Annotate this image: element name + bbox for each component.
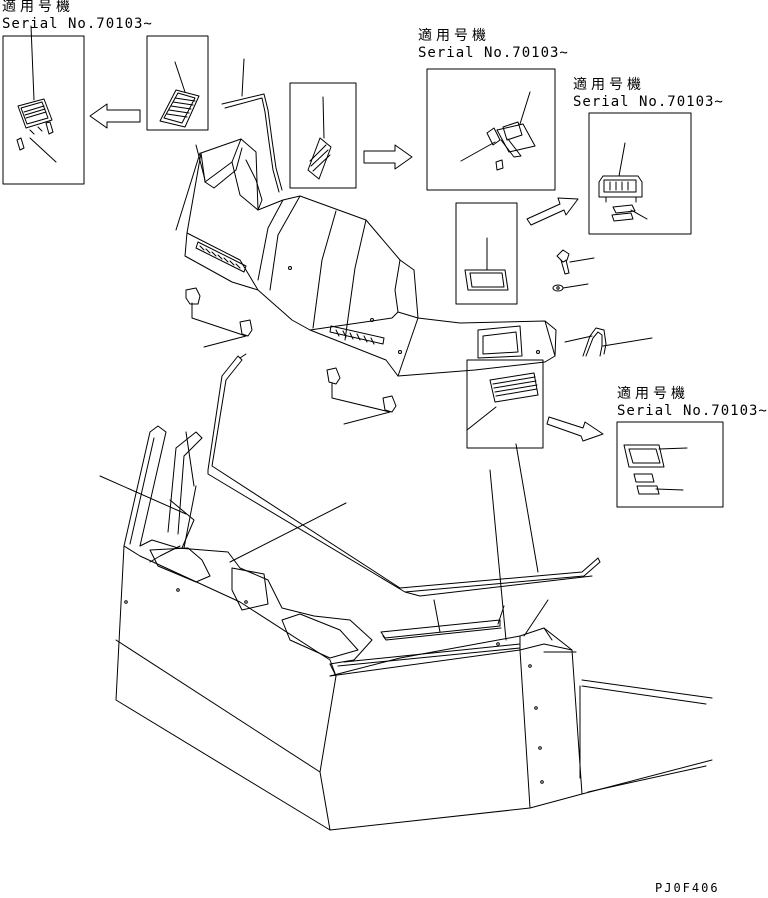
detail-box-vent-small	[290, 83, 356, 188]
arrow-up-right	[527, 198, 578, 225]
detail-box-vent-new-right	[589, 113, 691, 234]
arrow-left	[90, 104, 140, 128]
top-wire	[222, 59, 282, 192]
detail-box-vent-new-lower	[617, 422, 723, 507]
detail-box-vent-new-center	[427, 69, 555, 190]
vent-part-old	[17, 26, 56, 162]
detail-box-vent-grille	[147, 36, 208, 130]
vent-part-new-center	[461, 92, 535, 170]
vent-part-grille	[160, 62, 199, 127]
upper-dash-cover	[176, 139, 556, 376]
bolt-and-washer	[553, 250, 594, 291]
hose-pipe	[565, 328, 652, 356]
arrow-right-center	[364, 145, 412, 169]
seal-strips	[208, 354, 600, 640]
cover-lower-grille	[467, 360, 543, 448]
applicability-label-c-serial: Serial No.70103~	[573, 94, 724, 110]
vent-part-new-lower	[624, 445, 687, 494]
applicability-label-c-jp: 適用号機	[573, 77, 645, 93]
detail-box-vent-cover	[456, 203, 517, 304]
applicability-label-d-serial: Serial No.70103~	[617, 403, 768, 419]
vent-part-cover	[465, 238, 508, 290]
detail-box-vent-old-left	[3, 36, 84, 184]
applicability-label-b-serial: Serial No.70103~	[418, 45, 569, 61]
applicability-label-a-serial: Serial No.70103~	[2, 16, 153, 32]
arrow-down-right	[547, 417, 603, 441]
cover-clips	[186, 288, 396, 424]
applicability-label-b-jp: 適用号機	[418, 28, 490, 44]
vent-part-small	[308, 97, 331, 179]
applicability-label-a-jp: 適用号機	[2, 0, 74, 15]
vent-part-new-right	[599, 143, 647, 221]
drawing-code: PJ0F406	[655, 881, 720, 895]
applicability-label-d-jp: 適用号機	[617, 386, 689, 402]
lower-console-body	[100, 426, 712, 830]
